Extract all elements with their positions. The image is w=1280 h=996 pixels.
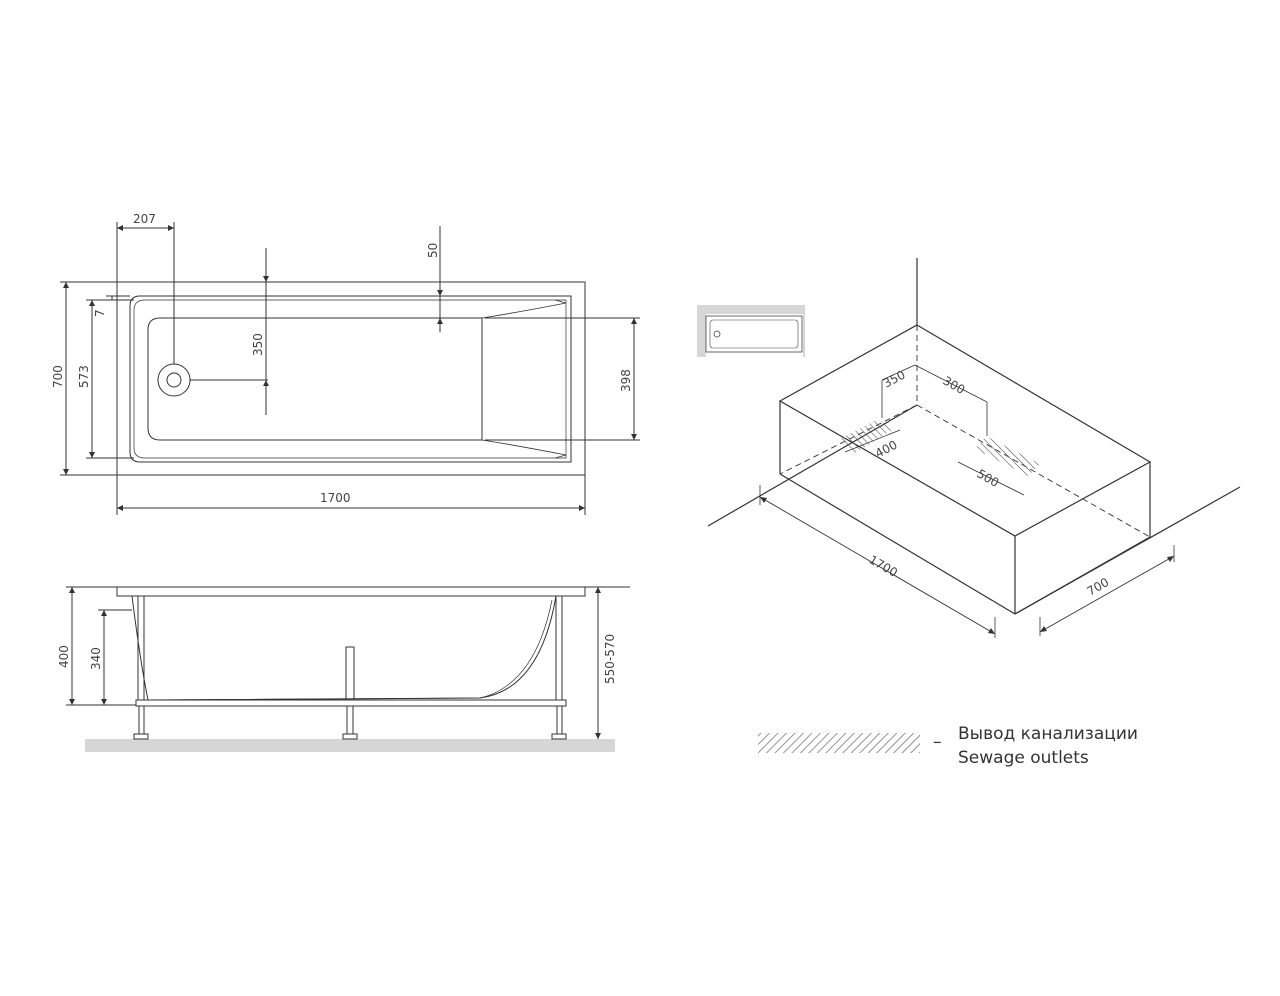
leg-center-lower: [346, 705, 354, 735]
leg-right-upper: [555, 595, 563, 701]
bath-inner-rim: [129, 295, 572, 463]
iso-dim-700-label: 700: [1085, 575, 1112, 599]
top-view-arrows: [63, 225, 637, 511]
legend-hatch-swatch: [758, 733, 920, 753]
iso-dim-1700-label: 1700: [867, 552, 900, 579]
iso-dim-500-label: 500: [975, 466, 1002, 490]
side-basin: [131, 595, 557, 701]
dim-700-label: 700: [51, 365, 65, 388]
leg-center-upper: [345, 646, 355, 701]
floor: [85, 739, 615, 752]
drain-outer: [157, 363, 191, 397]
leg-left-lower: [138, 705, 145, 735]
top-view: [60, 222, 640, 515]
iso-dim-400-label: 400: [873, 438, 900, 461]
side-view-arrows: [69, 587, 601, 739]
foot-left: [133, 733, 149, 740]
legend-text: Вывод канализации Sewage outlets: [958, 722, 1138, 770]
bath-outer-rim: [116, 281, 586, 476]
legend-dash: –: [933, 732, 942, 752]
foot-center: [342, 733, 358, 740]
box-top: [778, 324, 1152, 537]
foot-right: [551, 733, 567, 740]
dim-50-label: 50: [426, 243, 440, 258]
iso-dim-350-label: 350: [881, 368, 908, 391]
position-thumbnail: [697, 305, 805, 357]
drain-inner: [166, 372, 182, 388]
iso-arrows: [760, 497, 1174, 634]
dim-573-label: 573: [77, 365, 91, 388]
dim-400-label: 400: [57, 645, 71, 668]
iso-dim-300-label: 300: [941, 373, 968, 397]
dim-350-label: 350: [251, 333, 265, 356]
dim-1700-label: 1700: [320, 491, 351, 505]
bath-basin: [147, 317, 483, 441]
frame-bar: [135, 699, 567, 707]
dim-550-570-label: 550-570: [603, 634, 617, 684]
leg-right-lower: [556, 705, 563, 735]
legend-line-en: Sewage outlets: [958, 748, 1089, 768]
side-rim: [116, 586, 586, 597]
dim-398-label: 398: [619, 369, 633, 392]
dim-207-label: 207: [133, 212, 156, 226]
dim-340-label: 340: [89, 647, 103, 670]
iso-sewage-zones: [838, 419, 1040, 476]
side-view: [66, 586, 630, 740]
legend-line-ru: Вывод канализации: [958, 724, 1138, 744]
dim-7-label: 7: [93, 309, 107, 317]
